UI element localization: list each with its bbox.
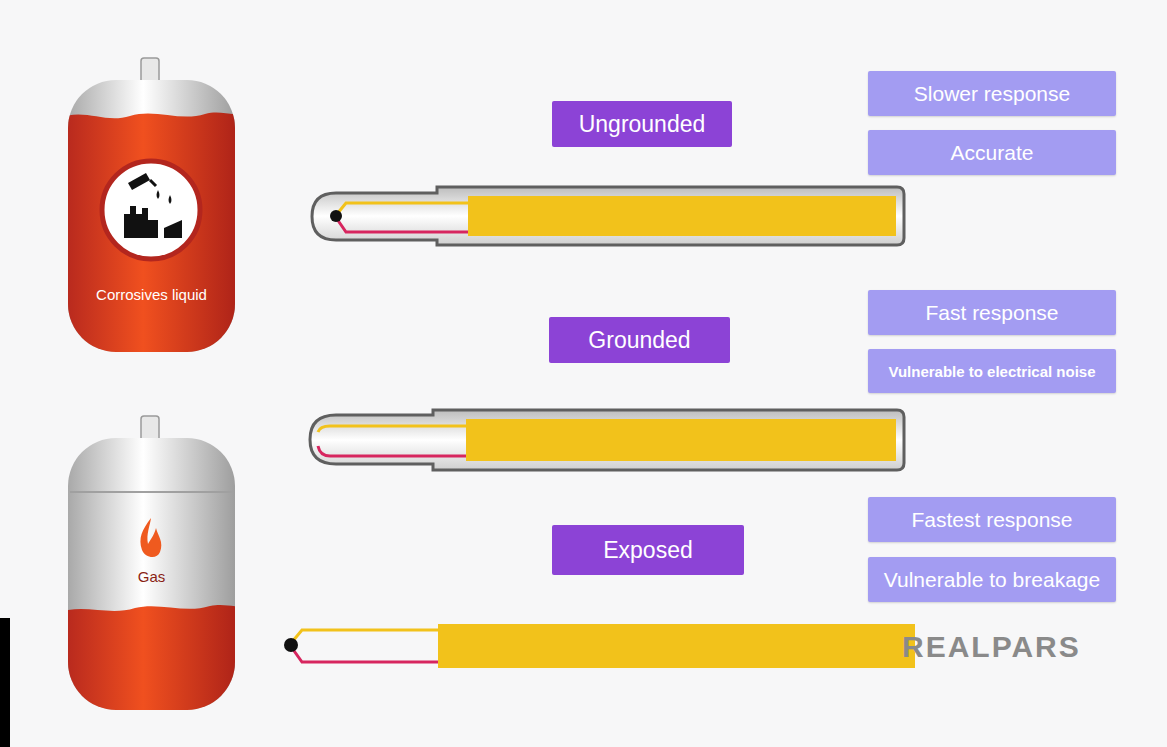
grounded-probe (310, 410, 904, 470)
tank-label: Gas (68, 418, 235, 710)
node-text: Vulnerable to electrical noise (888, 363, 1095, 380)
property-box: Fast response (868, 290, 1116, 335)
node-text: Accurate (951, 141, 1034, 165)
exposed-probe (284, 624, 915, 668)
node-text: Vulnerable to breakage (884, 568, 1100, 592)
watermark: REALPARS (902, 630, 1081, 664)
crop-edge (0, 618, 10, 747)
node-text: Ungrounded (579, 111, 706, 138)
property-box: Fastest response (868, 497, 1116, 542)
tank-label: Corrosives liquid (68, 60, 235, 352)
node-text: Exposed (603, 537, 693, 564)
type-tag: Exposed (552, 525, 744, 575)
node-text: Grounded (588, 327, 690, 354)
property-box: Vulnerable to breakage (868, 557, 1116, 602)
corrosive-tank (60, 58, 245, 360)
type-tag: Grounded (549, 317, 730, 363)
node-text: Slower response (914, 82, 1070, 106)
ungrounded-probe (312, 187, 904, 245)
node-text: Fastest response (911, 508, 1072, 532)
node-text: Gas (68, 568, 235, 585)
node-text: Corrosives liquid (68, 286, 235, 303)
property-box: Slower response (868, 71, 1116, 116)
node-text: Fast response (925, 301, 1058, 325)
type-tag: Ungrounded (552, 101, 732, 147)
property-box: Vulnerable to electrical noise (868, 349, 1116, 393)
gas-tank (60, 416, 245, 720)
property-box: Accurate (868, 130, 1116, 175)
